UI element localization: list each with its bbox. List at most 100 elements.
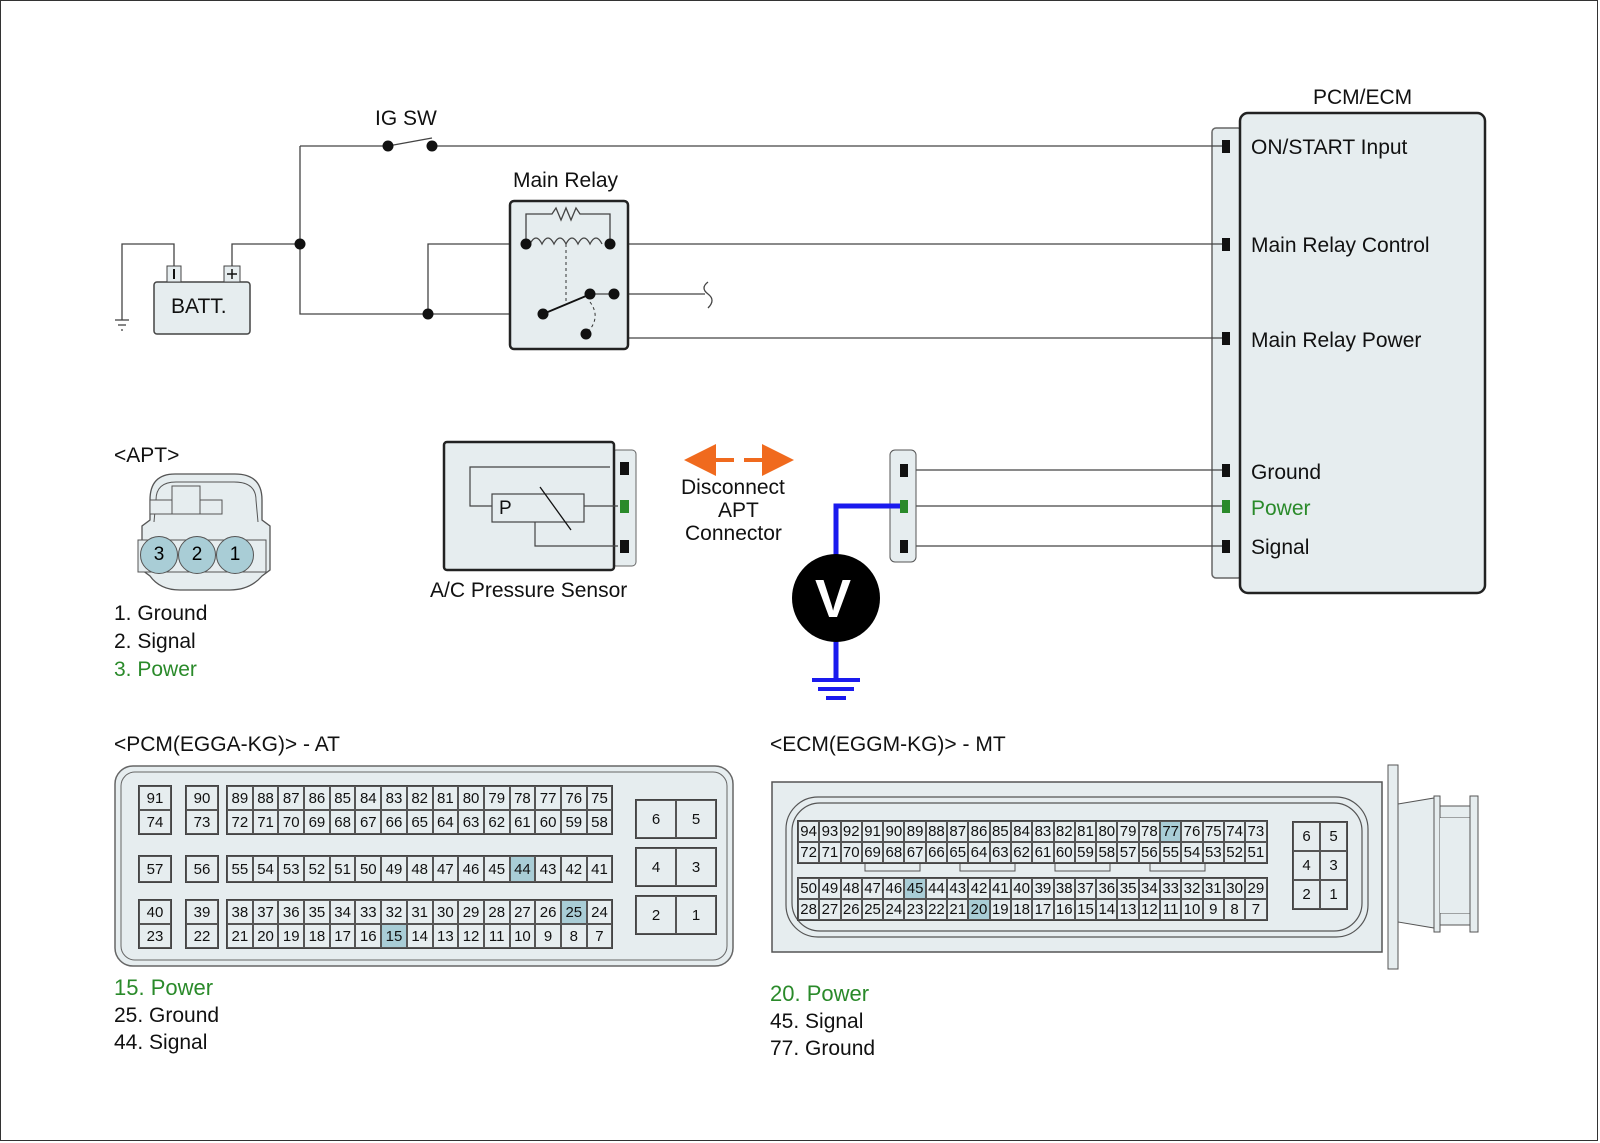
connector-pin: 85 — [329, 786, 356, 810]
connector-pin: 80 — [458, 786, 484, 810]
ac-pressure-sensor — [442, 440, 637, 572]
pcm-legend-item: 44. Signal — [114, 1031, 208, 1054]
connector-pin: 39 — [1032, 878, 1054, 899]
connector-pin: 71 — [819, 842, 841, 863]
connector-pin: 15 — [381, 924, 407, 948]
connector-pin: 6 — [1293, 822, 1320, 851]
connector-pin: 41 — [989, 878, 1011, 899]
connector-pin: 57 — [1117, 842, 1139, 863]
connector-pin: 84 — [1010, 821, 1033, 842]
connector-pin: 91 — [861, 821, 884, 842]
connector-pin: 46 — [883, 878, 905, 899]
connector-pin: 10 — [1181, 899, 1203, 920]
connector-pin: 56 — [186, 856, 218, 882]
pcm-pin-block: 57 — [138, 855, 172, 883]
connector-pin: 13 — [432, 924, 459, 948]
connector-pin: 86 — [968, 821, 990, 842]
connector-pin: 94 — [798, 821, 820, 842]
connector-pin: 89 — [904, 821, 926, 842]
connector-pin: 35 — [304, 900, 330, 924]
connector-pin: 51 — [329, 856, 356, 882]
connector-pin: 64 — [968, 842, 990, 863]
connector-pin: 38 — [1053, 878, 1075, 899]
connector-pin: 30 — [432, 900, 459, 924]
connector-pin: 26 — [840, 899, 862, 920]
connector-pin: 57 — [139, 856, 171, 882]
connector-pin: 48 — [840, 878, 862, 899]
connector-pin: 63 — [458, 810, 484, 834]
connector-pin: 9 — [1202, 899, 1224, 920]
ecm-connector-title: <ECM(EGGM-KG)> - MT — [770, 733, 1006, 756]
connector-pin: 76 — [560, 786, 587, 810]
connector-pin: 90 — [186, 786, 218, 810]
connector-pin: 13 — [1117, 899, 1139, 920]
connector-pin: 61 — [1032, 842, 1054, 863]
connector-pin: 25 — [861, 899, 884, 920]
connector-pin: 8 — [560, 924, 587, 948]
connector-pin: 26 — [535, 900, 561, 924]
apt-pin: 2 — [178, 536, 216, 574]
connector-pin: 23 — [904, 899, 926, 920]
connector-pin: 31 — [1202, 878, 1224, 899]
connector-pin: 54 — [1181, 842, 1203, 863]
connector-pin: 82 — [406, 786, 433, 810]
connector-pin: 47 — [432, 856, 459, 882]
connector-pin: 35 — [1117, 878, 1139, 899]
connector-pin: 45 — [904, 878, 926, 899]
connector-pin: 5 — [1320, 822, 1347, 851]
connector-pin: 27 — [819, 899, 841, 920]
connector-pin: 33 — [355, 900, 382, 924]
connector-pin: 64 — [432, 810, 459, 834]
connector-pin: 42 — [560, 856, 587, 882]
sensor-label: A/C Pressure Sensor — [430, 579, 628, 602]
connector-pin: 15 — [1074, 899, 1097, 920]
connector-pin: 7 — [586, 924, 613, 948]
module-pin-main-relay-control: Main Relay Control — [1251, 234, 1430, 257]
connector-pin: 16 — [1053, 899, 1075, 920]
connector-pin: 54 — [252, 856, 279, 882]
connector-pin: 6 — [636, 800, 676, 838]
connector-pin: 7 — [1245, 899, 1267, 920]
connector-pin: 20 — [968, 899, 990, 920]
connector-pin: 25 — [560, 900, 587, 924]
module-pin-power: Power — [1251, 497, 1311, 520]
connector-pin: 17 — [329, 924, 356, 948]
apt-legend-item: 1. Ground — [114, 602, 208, 625]
connector-pin: 5 — [676, 800, 716, 838]
connector-pin: 11 — [1160, 899, 1182, 920]
connector-pin: 22 — [925, 899, 948, 920]
connector-pin: 55 — [1160, 842, 1182, 863]
module-pin-signal: Signal — [1251, 536, 1310, 559]
connector-pin: 50 — [798, 878, 820, 899]
connector-pin: 81 — [432, 786, 459, 810]
connector-pin: 74 — [1223, 821, 1246, 842]
connector-pin: 82 — [1053, 821, 1075, 842]
connector-pin: 4 — [636, 848, 676, 886]
connector-pin: 87 — [278, 786, 305, 810]
connector-pin: 20 — [252, 924, 279, 948]
connector-pin: 49 — [819, 878, 841, 899]
connector-pin: 43 — [535, 856, 561, 882]
connector-pin: 31 — [406, 900, 433, 924]
connector-pin: 18 — [304, 924, 330, 948]
connector-pin: 41 — [586, 856, 613, 882]
connector-pin: 56 — [1138, 842, 1161, 863]
connector-pin: 69 — [861, 842, 884, 863]
connector-pin: 40 — [139, 900, 171, 924]
connector-pin: 18 — [1010, 899, 1033, 920]
connector-pin: 62 — [1010, 842, 1033, 863]
connector-pin: 34 — [1138, 878, 1161, 899]
connector-pin: 79 — [1117, 821, 1139, 842]
connector-pin: 38 — [227, 900, 253, 924]
connector-pin: 77 — [1160, 821, 1182, 842]
connector-pin: 65 — [947, 842, 969, 863]
connector-pin: 32 — [381, 900, 407, 924]
connector-pin: 75 — [586, 786, 613, 810]
